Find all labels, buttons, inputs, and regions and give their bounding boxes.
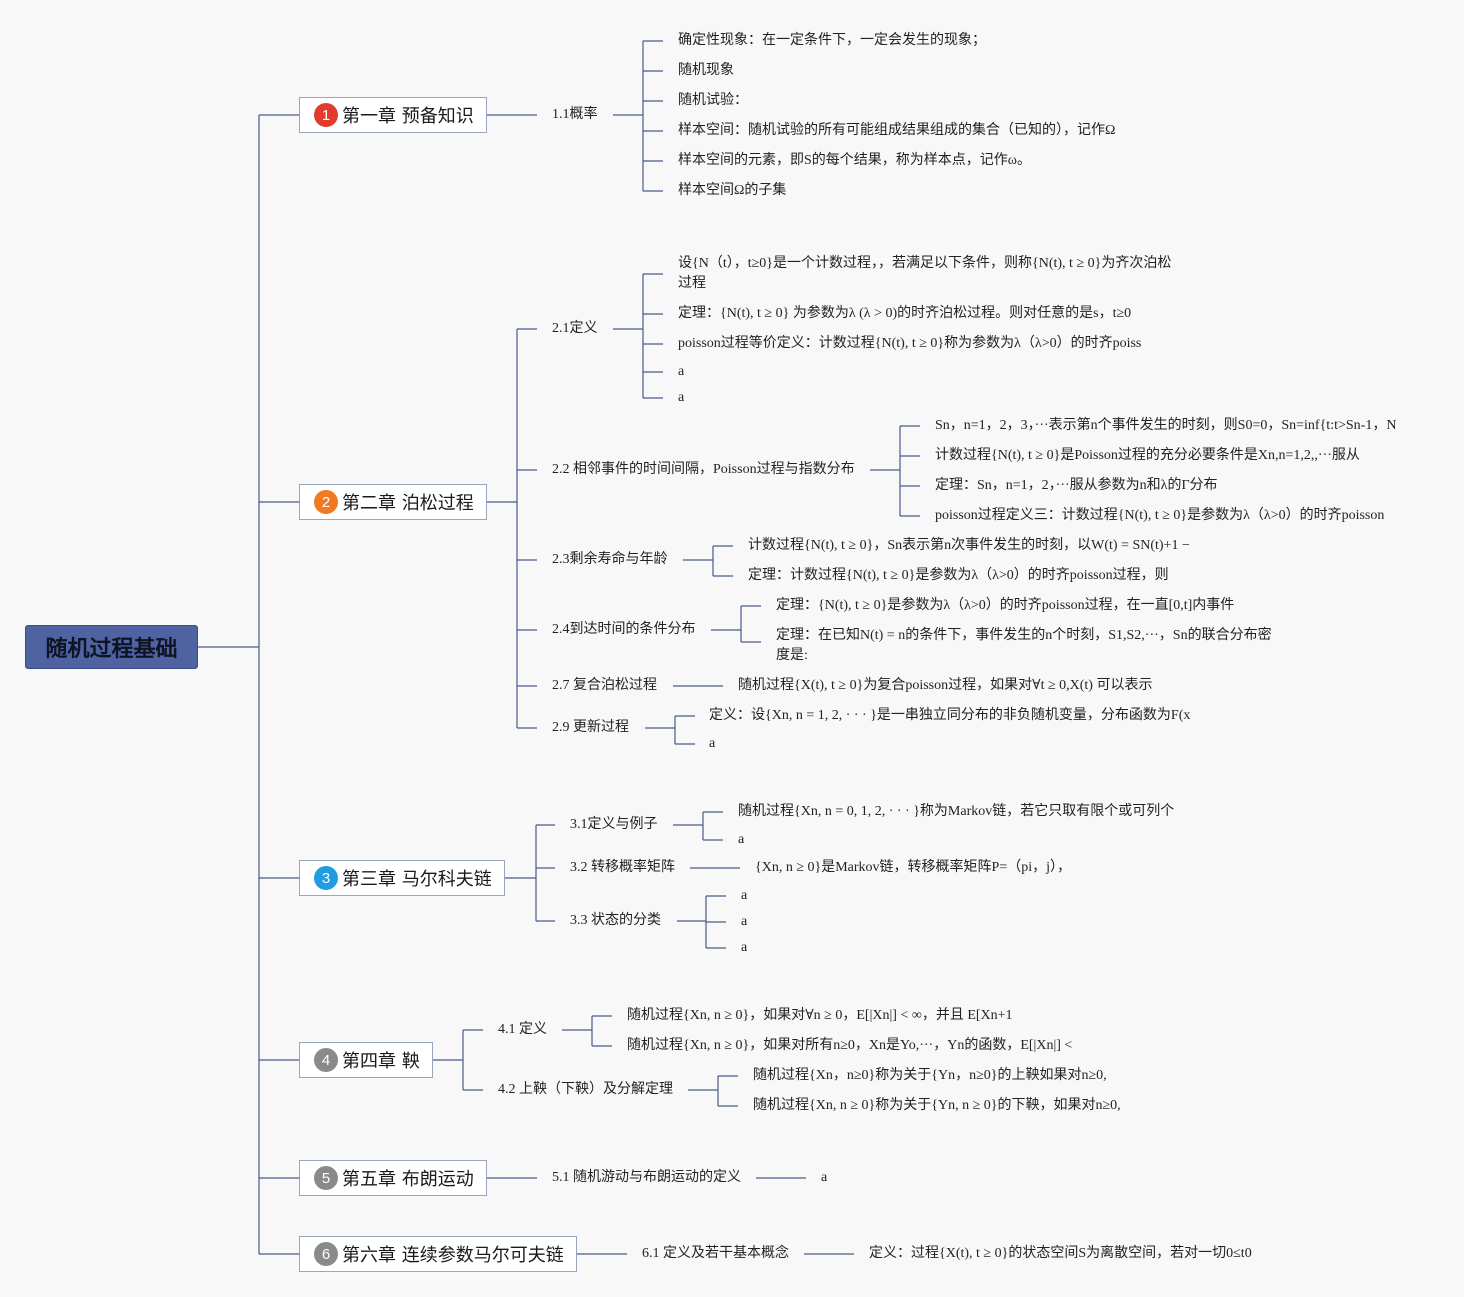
leaf-node[interactable]: poisson过程定义三：计数过程{N(t), t ≥ 0}是参数为λ（λ>0）… [935,508,1385,523]
chapter-3-node[interactable]: 3 第三章 马尔科夫链 [299,860,505,896]
leaf-node[interactable]: 计数过程{N(t), t ≥ 0}，Sn表示第n次事件发生的时刻，以W(t) =… [748,538,1190,553]
leaf-node[interactable]: a [678,364,685,379]
leaf-node[interactable]: 随机过程{Xn，n≥0}称为关于{Yn，n≥0}的上鞅如果对n≥0, [753,1068,1107,1083]
number-badge-5: 5 [314,1166,338,1190]
section-1-1[interactable]: 1.1概率 [552,107,598,122]
chapter-6-node[interactable]: 6 第六章 连续参数马尔可夫链 [299,1236,577,1272]
leaf-node[interactable]: 计数过程{N(t), t ≥ 0}是Poisson过程的充分必要条件是Xn,n=… [935,448,1360,463]
leaf-node[interactable]: 样本空间的元素，即S的每个结果，称为样本点，记作ω。 [678,153,1031,168]
leaf-node[interactable]: poisson过程等价定义：计数过程{N(t), t ≥ 0}称为参数为λ（λ>… [678,336,1142,351]
section-4-2[interactable]: 4.2 上鞅（下鞅）及分解定理 [498,1082,673,1097]
leaf-node[interactable]: 随机过程{Xn, n ≥ 0}称为关于{Yn, n ≥ 0}的下鞅，如果对n≥0… [753,1098,1121,1113]
number-badge-6: 6 [314,1242,338,1266]
section-2-9[interactable]: 2.9 更新过程 [552,720,629,735]
leaf-node[interactable]: a [821,1170,828,1185]
section-3-3[interactable]: 3.3 状态的分类 [570,913,661,928]
number-badge-1: 1 [314,103,338,127]
section-3-1[interactable]: 3.1定义与例子 [570,817,658,832]
leaf-node[interactable]: 随机过程{Xn, n ≥ 0}，如果对所有n≥0，Xn是Yo,···，Yn的函数… [627,1038,1073,1053]
leaf-node[interactable]: 定义：过程{X(t), t ≥ 0}的状态空间S为离散空间，若对一切0≤t0 [869,1246,1252,1261]
number-badge-4: 4 [314,1048,338,1072]
chapter-title: 第四章 鞅 [342,1051,420,1072]
leaf-node[interactable]: 定理：{N(t), t ≥ 0} 为参数为λ (λ > 0)的时齐泊松过程。则对… [678,306,1132,321]
chapter-title: 第二章 泊松过程 [342,493,474,514]
leaf-node[interactable]: 设{N（t），t≥0}是一个计数过程，，若满足以下条件，则称{N(t), t ≥… [678,256,1172,291]
leaf-node[interactable]: a [678,390,685,405]
chapter-1-node[interactable]: 1 第一章 预备知识 [299,97,487,133]
leaf-node[interactable]: 随机过程{Xn, n ≥ 0}，如果对∀n ≥ 0，E[|Xn|] < ∞，并且… [627,1008,1013,1023]
leaf-node[interactable]: 定理：{N(t), t ≥ 0}是参数为λ（λ>0）的时齐poisson过程，在… [776,598,1235,613]
chapter-title: 第五章 布朗运动 [342,1169,474,1190]
leaf-node[interactable]: a [709,736,716,751]
leaf-node[interactable]: 随机现象 [678,63,734,78]
leaf-node[interactable]: 定理：Sn，n=1，2，···服从参数为n和λ的Γ分布 [935,478,1218,493]
chapter-title: 第三章 马尔科夫链 [342,869,492,890]
section-4-1[interactable]: 4.1 定义 [498,1022,547,1037]
section-5-1[interactable]: 5.1 随机游动与布朗运动的定义 [552,1170,741,1185]
chapter-title: 第六章 连续参数马尔可夫链 [342,1245,564,1266]
number-badge-2: 2 [314,490,338,514]
leaf-node[interactable]: 定义：设{Xn, n = 1, 2, · · · }是一串独立同分布的非负随机变… [709,708,1191,723]
leaf-node[interactable]: a [741,888,748,903]
leaf-node[interactable]: {Xn, n ≥ 0}是Markov链，转移概率矩阵P=（pi，j）， [755,860,1072,875]
section-2-2[interactable]: 2.2 相邻事件的时间间隔，Poisson过程与指数分布 [552,462,855,477]
chapter-title: 第一章 预备知识 [342,106,474,127]
leaf-node[interactable]: 随机试验： [678,93,748,108]
leaf-node[interactable]: 样本空间Ω的子集 [678,183,787,198]
leaf-node[interactable]: 随机过程{X(t), t ≥ 0}为复合poisson过程，如果对∀t ≥ 0,… [738,678,1153,693]
chapter-5-node[interactable]: 5 第五章 布朗运动 [299,1160,487,1196]
leaf-node[interactable]: Sn，n=1，2，3，···表示第n个事件发生的时刻，则S0=0，Sn=inf{… [935,418,1397,433]
leaf-node[interactable]: 样本空间：随机试验的所有可能组成结果组成的集合（已知的），记作Ω [678,123,1116,138]
leaf-node[interactable]: a [738,832,745,847]
chapter-2-node[interactable]: 2 第二章 泊松过程 [299,484,487,520]
section-2-7[interactable]: 2.7 复合泊松过程 [552,678,657,693]
section-6-1[interactable]: 6.1 定义及若干基本概念 [642,1246,789,1261]
leaf-node[interactable]: a [741,914,748,929]
leaf-node[interactable]: 定理：在已知N(t) = n的条件下，事件发生的n个时刻，S1,S2,···，S… [776,628,1272,663]
section-3-2[interactable]: 3.2 转移概率矩阵 [570,860,675,875]
root-topic[interactable]: 随机过程基础 [25,625,198,669]
section-2-4[interactable]: 2.4到达时间的条件分布 [552,622,696,637]
section-2-1[interactable]: 2.1定义 [552,321,598,336]
leaf-node[interactable]: 定理：计数过程{N(t), t ≥ 0}是参数为λ（λ>0）的时齐poisson… [748,568,1169,583]
chapter-4-node[interactable]: 4 第四章 鞅 [299,1042,433,1078]
number-badge-3: 3 [314,866,338,890]
leaf-node[interactable]: a [741,940,748,955]
section-2-3[interactable]: 2.3剩余寿命与年龄 [552,552,668,567]
leaf-node[interactable]: 随机过程{Xn, n = 0, 1, 2, · · · }称为Markov链，若… [738,804,1175,819]
leaf-node[interactable]: 确定性现象：在一定条件下，一定会发生的现象； [678,33,986,48]
